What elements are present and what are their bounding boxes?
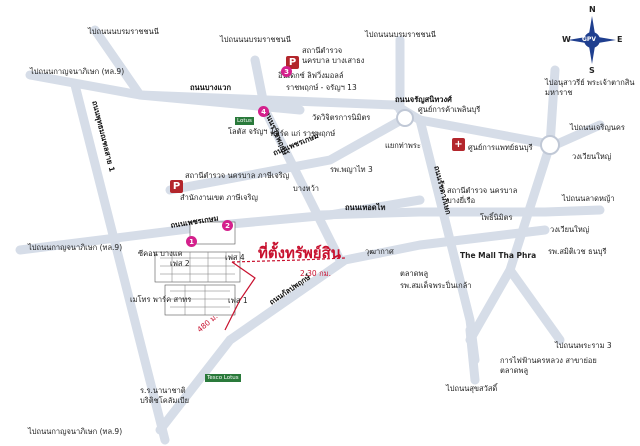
route-line-480 [224, 261, 256, 331]
compass-west: W [562, 35, 571, 44]
label-charansanitwong: ถนนจรัญสนิทวงศ์ [395, 95, 452, 104]
label-to-bmrn-mid: ไปถนนนบรมราชชนนี [220, 35, 291, 44]
road-phutthamonthon [70, 80, 170, 445]
label-metro-park: เมโทร พาร์ค สาทร [130, 295, 192, 304]
label-talat-phlu: ตลาดพลู [400, 269, 429, 278]
label-the-mall: The Mall Tha Phra [460, 251, 537, 260]
label-hospital-phyathai: รพ.พญาไท 3 [330, 165, 373, 174]
hospital-icon: + [452, 138, 465, 151]
label-to-kanchanaphisek-bottom: ไปถนนกาญจนาภิเษก (ทล.9) [28, 427, 123, 436]
label-distance-230: 2.30 กม. [300, 269, 331, 278]
label-electric-auth: การไฟฟ้านครหลวง สาขาย่อยตลาดพลู [500, 356, 597, 375]
label-to-kanchanaphisek: ไปถนนกาญจนาภิเษก (ทล.9) [30, 67, 125, 76]
label-index-living-mall: อินเดกซ์ ลิฟวิ่งมอลล์ [278, 71, 344, 80]
compass-north: N [589, 5, 596, 14]
tesco-lotus-logo: Tesco Lotus [205, 374, 241, 382]
label-ratchaphruek-13: ราชพฤกษ์ - จรัญฯ 13 [286, 83, 357, 92]
road-to-suksawat [465, 325, 480, 385]
label-wutthakat: วุฒากาศ [365, 247, 394, 256]
road-phetkasem-lower [15, 195, 425, 255]
label-to-charoen-nakhon: ไปถนนเจริญนคร [570, 123, 625, 132]
lotus-logo: Lotus [235, 117, 254, 125]
label-to-rama3: ไปถนนพระราม 3 [555, 341, 612, 350]
label-police-bang-sao-thong: สถานีตำรวจ นครบาล บางเสาธง [302, 46, 365, 65]
label-police-bang-yi-ruea: สถานีตำรวจ นครบาล บางยี่เรือ [447, 186, 518, 205]
label-to-kanchanaphisek-left: ไปถนนกาญจนาภิเษก (ทล.9) [28, 243, 123, 252]
label-phase4: เฟส 4 [225, 253, 245, 262]
road-to-rama3 [505, 265, 565, 345]
road-top-left [90, 25, 145, 100]
label-tha-phra-junction: แยกท่าพระ [385, 141, 421, 150]
route-line [231, 257, 346, 263]
label-to-suksawat: ไปถนนสุขสวัสดิ์ [446, 384, 498, 393]
compass-east: E [617, 35, 623, 44]
label-thoet-thai: ถนนเทอดไท [345, 203, 386, 212]
label-pho-nimit: โพธิ์นิมิตร [480, 213, 513, 222]
label-bang-wa: บางหว้า [293, 184, 320, 193]
estate-grid [160, 252, 235, 315]
label-to-bang-sue-top: ไปถนนนบรมราชชนนี [88, 27, 159, 36]
pin-4-icon: 4 [258, 106, 269, 117]
label-police-phasi: สถานีตำรวจ นครบาล ภาษีเจริญ [185, 171, 290, 180]
label-lotus-charan13: โลตัส จรัญฯ 13 [228, 127, 280, 136]
label-district-office: สำนักงานเขต ภาษีเจริญ [180, 193, 258, 202]
compass-south: S [589, 66, 595, 75]
compass-icon [568, 16, 616, 64]
label-to-taksin-monument: ไปอนุสาวรีย์ พระเจ้าตากสินมหาราช [545, 78, 635, 97]
label-property-location: ที่ตั้งทรัพย์สิน [258, 244, 341, 262]
label-seacon: ซีคอน บางแค [138, 249, 183, 258]
label-wongwian-yai: วงเวียนใหญ่ [550, 225, 590, 234]
label-hospital-somdet: รพ.สมิติเวช ธนบุรี [548, 247, 607, 256]
parking-icon: P [286, 56, 299, 69]
pin-3-icon: 3 [281, 66, 292, 77]
label-ford: ฟอร์ด แก่ ราชพฤกษ์ [270, 129, 336, 138]
parking-icon-2: P [170, 180, 183, 193]
label-to-bmrn-right: ไปถนนนบรมราชชนนี [365, 30, 436, 39]
pin-2-icon: 2 [222, 220, 233, 231]
road-kanlapaphruek [155, 225, 550, 435]
label-taksin-circle: วงเวียนใหญ่ [572, 152, 612, 161]
road-thoet-thai [315, 205, 605, 220]
label-central: ศูนย์การค้าเพลินบุรี [418, 105, 481, 114]
label-phase1: เฟส 1 [228, 296, 248, 305]
pin-1-icon: 1 [186, 236, 197, 247]
label-hospital-taksin: รพ.สมเด็จพระปิ่นเกล้า [400, 281, 472, 290]
label-phase2: เฟส 2 [170, 259, 190, 268]
label-to-wongwian-yai: ไปถนนลาดหญ้า [562, 194, 615, 203]
taksin-circle [540, 135, 560, 155]
road-right-vertical [465, 65, 560, 345]
brand-logo: GPV [582, 36, 596, 43]
road-phetkasem-upper [165, 113, 410, 195]
label-hospital-thonburi: ศูนย์การแพทย์ธนบุรี [468, 143, 533, 152]
label-school: ร.ร.นานาชาติ บริติชโคลัมเบีย [140, 386, 190, 405]
junction-circle-tha-phra [396, 109, 414, 127]
label-bang-waek: ถนนบางแวก [190, 83, 232, 92]
label-wat: วัดวิจิตรการนิมิตร [312, 113, 371, 122]
